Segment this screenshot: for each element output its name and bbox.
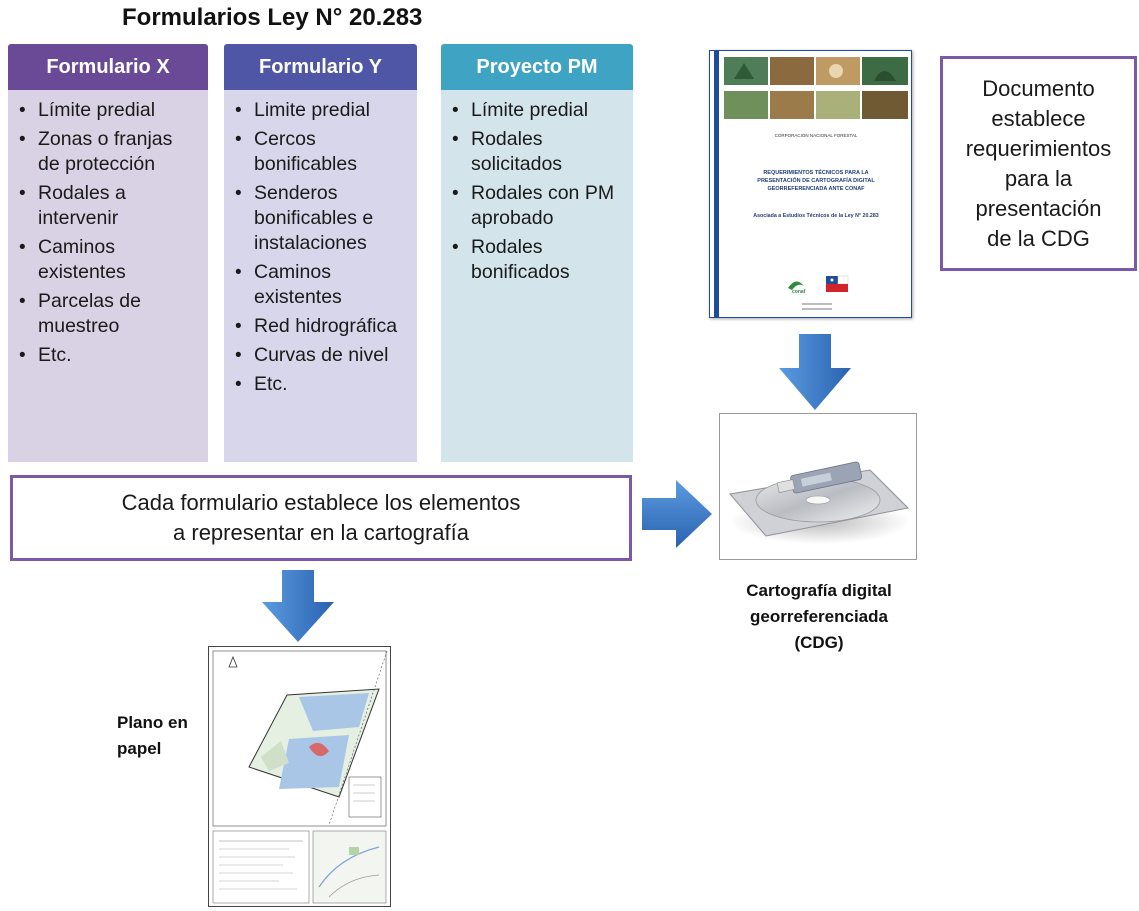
cdg-caption-line: georreferenciada bbox=[750, 607, 888, 626]
cover-title-line: PRESENTACIÓN DE CARTOGRAFÍA DIGITAL bbox=[757, 178, 875, 184]
plano-caption: Plano en papel bbox=[117, 710, 188, 762]
cover-spine-stripe bbox=[714, 51, 719, 317]
list-item: Etc. bbox=[234, 372, 407, 397]
list-item: Red hidrográfica bbox=[234, 314, 407, 339]
arrow-down-icon bbox=[262, 570, 334, 642]
plano-caption-line: Plano en bbox=[117, 713, 188, 732]
cover-footer-line bbox=[802, 308, 832, 310]
center-statement-line-1: Cada formulario establece los elementos bbox=[121, 490, 521, 515]
doc-line: de la CDG bbox=[987, 225, 1090, 251]
list-item: Rodales a intervenir bbox=[18, 181, 198, 231]
center-statement-box: Cada formulario establece los elementos … bbox=[10, 475, 632, 561]
column-proyecto-pm: Proyecto PM Límite predialRodales solici… bbox=[441, 44, 633, 462]
list-item: Senderos bonificables e instalaciones bbox=[234, 181, 407, 256]
list-item: Caminos existentes bbox=[18, 235, 198, 285]
column-header: Formulario Y bbox=[224, 44, 417, 90]
column-formulario-x: Formulario X Límite predialZonas o franj… bbox=[8, 44, 208, 462]
item-list: Limite predialCercos bonificablesSendero… bbox=[234, 98, 407, 397]
doc-line: establece bbox=[991, 105, 1086, 131]
column-body: Limite predialCercos bonificablesSendero… bbox=[224, 90, 417, 462]
cdg-storage-image bbox=[719, 413, 917, 560]
list-item: Límite predial bbox=[18, 98, 198, 123]
cover-org: CORPORACIÓN NACIONAL FORESTAL bbox=[774, 133, 858, 138]
cover-logo-text: conaf bbox=[792, 289, 806, 295]
column-body: Límite predialRodales solicitadosRodales… bbox=[441, 90, 633, 462]
center-statement-line-2: a representar en la cartografía bbox=[173, 520, 469, 545]
list-item: Rodales con PM aprobado bbox=[451, 181, 623, 231]
list-item: Rodales solicitados bbox=[451, 127, 623, 177]
doc-line: Documento bbox=[982, 75, 1095, 101]
column-formulario-y: Formulario Y Limite predialCercos bonifi… bbox=[224, 44, 417, 462]
photo-grid bbox=[724, 57, 908, 119]
disk-and-usb-illustration bbox=[729, 461, 910, 544]
list-item: Curvas de nivel bbox=[234, 343, 407, 368]
cover-logos bbox=[788, 275, 849, 292]
list-item: Cercos bonificables bbox=[234, 127, 407, 177]
column-header: Proyecto PM bbox=[441, 44, 633, 90]
cdg-caption: Cartografía digital georreferenciada (CD… bbox=[720, 578, 918, 656]
document-cover-image: CORPORACIÓN NACIONAL FORESTAL REQUERIMIE… bbox=[709, 50, 912, 318]
column-body: Límite predialZonas o franjas de protecc… bbox=[8, 90, 208, 462]
cover-footer-line bbox=[802, 303, 832, 305]
doc-line: presentación bbox=[975, 195, 1102, 221]
list-item: Zonas o franjas de protección bbox=[18, 127, 198, 177]
item-list: Límite predialRodales solicitadosRodales… bbox=[451, 98, 623, 285]
list-item: Rodales bonificados bbox=[451, 235, 623, 285]
doc-line: requerimientos bbox=[965, 135, 1112, 161]
paper-map-illustration bbox=[212, 650, 388, 904]
cover-title: REQUERIMIENTOS TÉCNICOS PARA LA PRESENTA… bbox=[724, 169, 908, 193]
arrow-down-icon bbox=[779, 334, 851, 410]
page-title: Formularios Ley N° 20.283 bbox=[122, 4, 423, 31]
arrow-right-icon bbox=[642, 480, 712, 548]
list-item: Parcelas de muestreo bbox=[18, 289, 198, 339]
cdg-caption-line: Cartografía digital bbox=[746, 581, 892, 600]
list-item: Etc. bbox=[18, 343, 198, 368]
list-item: Limite predial bbox=[234, 98, 407, 123]
cover-subtitle: Asociada a Estudios Técnicos de la Ley N… bbox=[753, 213, 879, 219]
plano-caption-line: papel bbox=[117, 739, 162, 758]
cover-title-line: GEORREFERENCIADA ANTE CONAF bbox=[767, 186, 865, 192]
document-statement-box: Documento establece requerimientos para … bbox=[940, 56, 1137, 271]
doc-line: para la bbox=[1004, 165, 1073, 191]
cover-title-line: REQUERIMIENTOS TÉCNICOS PARA LA bbox=[763, 170, 869, 176]
list-item: Caminos existentes bbox=[234, 260, 407, 310]
cdg-caption-line: (CDG) bbox=[794, 633, 844, 652]
paper-map-image bbox=[208, 646, 391, 907]
item-list: Límite predialZonas o franjas de protecc… bbox=[18, 98, 198, 368]
column-header: Formulario X bbox=[8, 44, 208, 90]
list-item: Límite predial bbox=[451, 98, 623, 123]
